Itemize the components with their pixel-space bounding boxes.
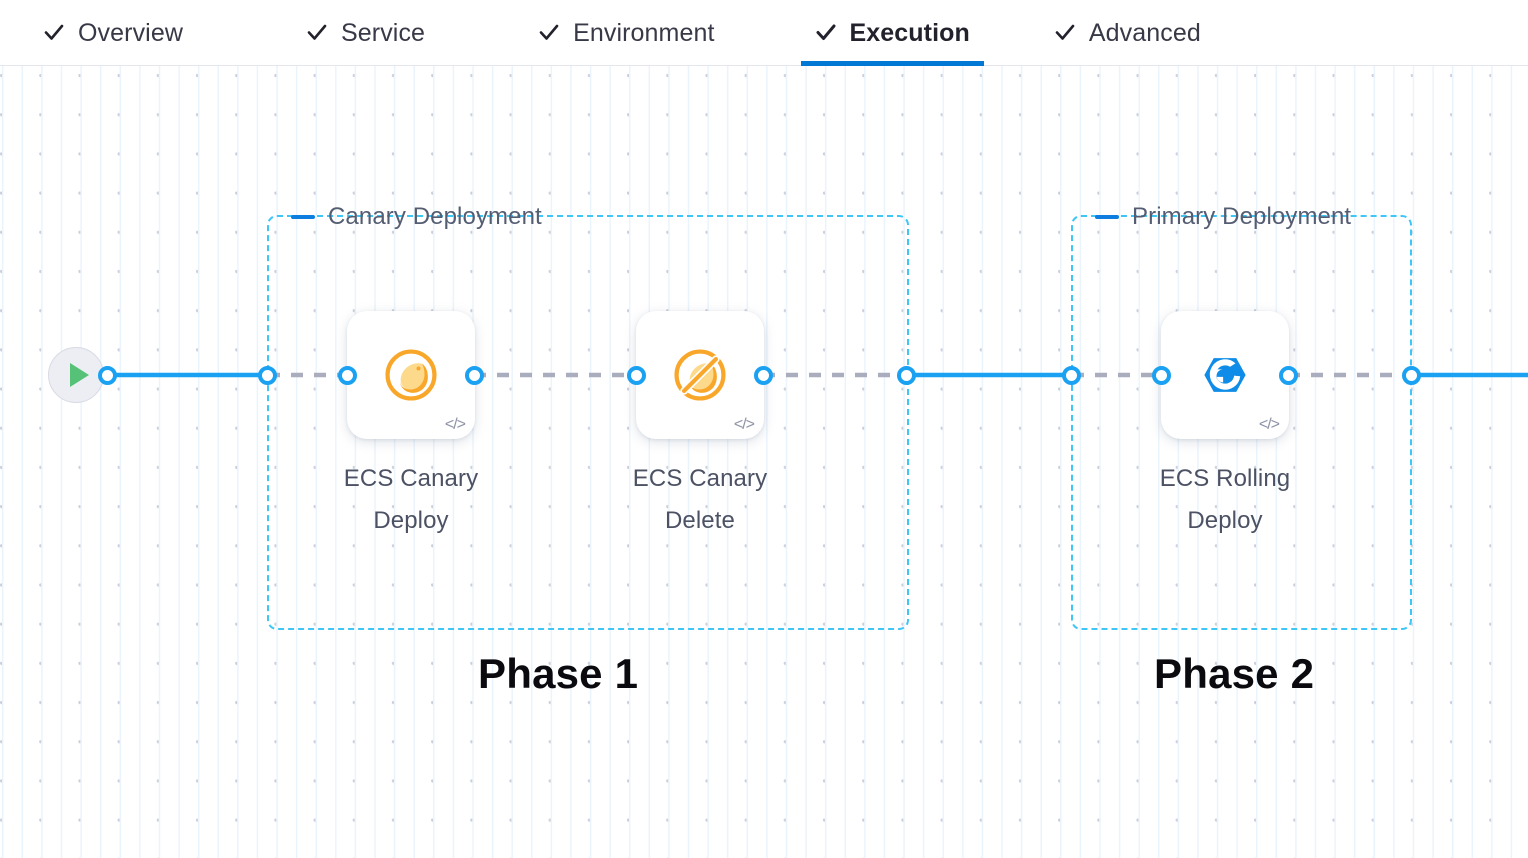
- minus-icon[interactable]: [291, 215, 315, 219]
- port-group-canary-in[interactable]: [258, 366, 277, 385]
- minus-icon[interactable]: [1095, 215, 1119, 219]
- pipeline-edges: [108, 372, 1528, 378]
- play-icon: [69, 363, 89, 387]
- node-caption-ecs-canary-deploy: ECS Canary Deploy: [343, 465, 479, 534]
- port-rolling-deploy-in[interactable]: [1152, 366, 1171, 385]
- tab-active-underline: [800, 61, 984, 66]
- code-badge-icon: </>: [733, 416, 755, 433]
- rolling-deploy-icon: [1204, 358, 1246, 392]
- check-icon: [306, 21, 328, 43]
- code-badge-icon: </>: [444, 416, 466, 433]
- canary-bird-icon: [385, 349, 437, 401]
- tab-label: Advanced: [1088, 18, 1201, 47]
- tab-environment[interactable]: Environment: [524, 0, 728, 66]
- port-start-out[interactable]: [98, 366, 117, 385]
- node-ecs-canary-delete[interactable]: </>: [636, 311, 764, 439]
- check-icon: [815, 21, 837, 43]
- check-icon: [43, 21, 65, 43]
- port-group-primary-in[interactable]: [1062, 366, 1081, 385]
- node-caption-ecs-canary-delete: ECS Canary Delete: [632, 465, 768, 534]
- pipeline-canvas[interactable]: Canary Deployment </> ECS Canary Deploy …: [0, 66, 1528, 858]
- node-caption-ecs-rolling-deploy: ECS Rolling Deploy: [1159, 465, 1291, 534]
- group-title: Primary Deployment: [1132, 203, 1352, 230]
- wizard-tab-bar: Overview Service Environment Execution A…: [0, 0, 1528, 66]
- tab-label: Overview: [78, 18, 183, 47]
- node-ecs-rolling-deploy[interactable]: </>: [1161, 311, 1289, 439]
- code-badge-icon: </>: [1258, 416, 1280, 433]
- phase-label-1: Phase 1: [478, 650, 639, 697]
- tab-label: Environment: [573, 18, 715, 47]
- group-header[interactable]: Canary Deployment: [291, 203, 552, 231]
- canary-bird-slashed-icon: [674, 349, 726, 401]
- check-icon: [1054, 21, 1076, 43]
- port-group-primary-out[interactable]: [1402, 366, 1421, 385]
- tab-overview[interactable]: Overview: [29, 0, 197, 66]
- tab-label: Execution: [849, 18, 970, 47]
- pipeline-start-node[interactable]: [48, 347, 104, 403]
- phase-label-2: Phase 2: [1154, 650, 1315, 697]
- tab-service[interactable]: Service: [292, 0, 439, 66]
- node-ecs-canary-deploy[interactable]: </>: [347, 311, 475, 439]
- port-canary-delete-in[interactable]: [627, 366, 646, 385]
- check-icon: [538, 21, 560, 43]
- port-canary-delete-out[interactable]: [754, 366, 773, 385]
- group-primary-deployment[interactable]: Primary Deployment: [1071, 203, 1412, 630]
- group-header[interactable]: Primary Deployment: [1095, 203, 1361, 231]
- port-rolling-deploy-out[interactable]: [1279, 366, 1298, 385]
- port-canary-deploy-in[interactable]: [338, 366, 357, 385]
- tab-execution[interactable]: Execution: [800, 0, 984, 66]
- tab-advanced[interactable]: Advanced: [1040, 0, 1215, 66]
- group-title: Canary Deployment: [328, 203, 542, 230]
- group-canary-deployment[interactable]: Canary Deployment: [267, 203, 909, 630]
- port-group-canary-out[interactable]: [897, 366, 916, 385]
- port-canary-deploy-out[interactable]: [465, 366, 484, 385]
- tab-label: Service: [341, 18, 426, 47]
